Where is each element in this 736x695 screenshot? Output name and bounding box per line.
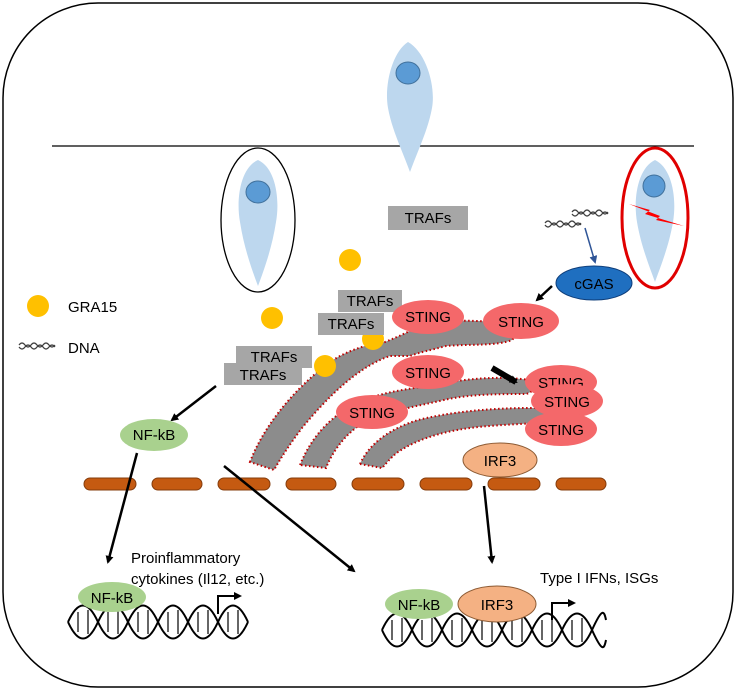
dna-helix-left <box>67 604 249 640</box>
trafs-low-1: TRAFs <box>236 346 312 368</box>
gra15-dot <box>261 307 283 329</box>
trafs-label: TRAFs <box>405 210 452 227</box>
irf3-to-gene-arrow <box>482 485 496 564</box>
trafs-low-2: TRAFs <box>224 363 302 385</box>
sting-label: STING <box>405 365 451 382</box>
legend: GRA15 DNA <box>18 295 117 357</box>
nfkb-label: NF-kB <box>133 427 176 444</box>
irf3-label: IRF3 <box>484 453 517 470</box>
nfkb-label: NF-kB <box>91 590 134 607</box>
sting-2: STING <box>483 303 559 339</box>
nfkb-bound-right: NF-kB <box>385 589 453 619</box>
trafs-label: TRAFs <box>328 316 375 333</box>
dna-fragment <box>544 209 609 228</box>
irf3-bound: IRF3 <box>457 585 537 623</box>
sting-label: STING <box>544 394 590 411</box>
trafs-to-nfkb-arrow <box>170 385 217 422</box>
sting-3: STING <box>392 355 464 389</box>
cgas-node: cGAS <box>555 265 633 301</box>
irf3-label: IRF3 <box>481 597 514 614</box>
parasite-nucleus <box>245 180 271 204</box>
sting-7: STING <box>525 412 597 446</box>
vacuole-parasite <box>220 147 296 293</box>
bent-arrow-icon <box>551 599 576 620</box>
trafs-label: TRAFs <box>251 349 298 366</box>
parasite-nucleus <box>395 61 421 85</box>
trafs-mid-1: TRAFs <box>338 290 402 312</box>
trafs-mid-2: TRAFs <box>318 313 384 335</box>
mitochondria <box>83 477 607 491</box>
proinflammatory-label-2: cytokines (Il12, etc.) <box>131 571 264 588</box>
lightning-bolt-icon <box>629 204 684 226</box>
sting-label: STING <box>405 309 451 326</box>
dna-to-cgas-arrow <box>584 227 598 264</box>
nfkb-bound-left: NF-kB <box>78 582 146 612</box>
legend-gra15-label: GRA15 <box>68 299 117 316</box>
nfkb-to-ifn-arrow <box>223 465 356 573</box>
sting-label: STING <box>498 314 544 331</box>
damaged-vacuole <box>620 146 690 290</box>
sting-translocation-arrow <box>490 365 518 385</box>
trafs-top: TRAFs <box>388 206 468 230</box>
sting-4: STING <box>336 395 408 429</box>
parasite-nucleus <box>642 174 666 198</box>
yellow-circle-icon <box>27 295 49 317</box>
cgas-label: cGAS <box>574 276 613 293</box>
trafs-label: TRAFs <box>240 367 287 384</box>
proinflammatory-label-1: Proinflammatory <box>131 550 241 567</box>
sting-label: STING <box>538 422 584 439</box>
parasitophorous-vacuole <box>220 147 296 293</box>
nfkb-label: NF-kB <box>398 597 441 614</box>
sting-6: STING <box>531 384 603 418</box>
sting-1: STING <box>392 300 464 334</box>
nfkb-cytoplasm: NF-kB <box>120 419 188 451</box>
gra15-dot <box>314 355 336 377</box>
sting-label: STING <box>349 405 395 422</box>
legend-dna-label: DNA <box>68 340 100 357</box>
nfkb-to-gene-arrow <box>105 452 139 564</box>
bent-arrow-icon <box>217 592 242 614</box>
irf3-cytoplasm: IRF3 <box>462 442 538 478</box>
type1-ifns-label: Type I IFNs, ISGs <box>540 570 658 587</box>
cgas-to-sting-arrow <box>535 285 553 302</box>
trafs-label: TRAFs <box>347 293 394 310</box>
dna-squiggle-icon <box>18 342 56 350</box>
gra15-dot <box>339 249 361 271</box>
damaged-vacuole-parasite <box>620 146 690 290</box>
invading-parasite <box>386 42 433 172</box>
